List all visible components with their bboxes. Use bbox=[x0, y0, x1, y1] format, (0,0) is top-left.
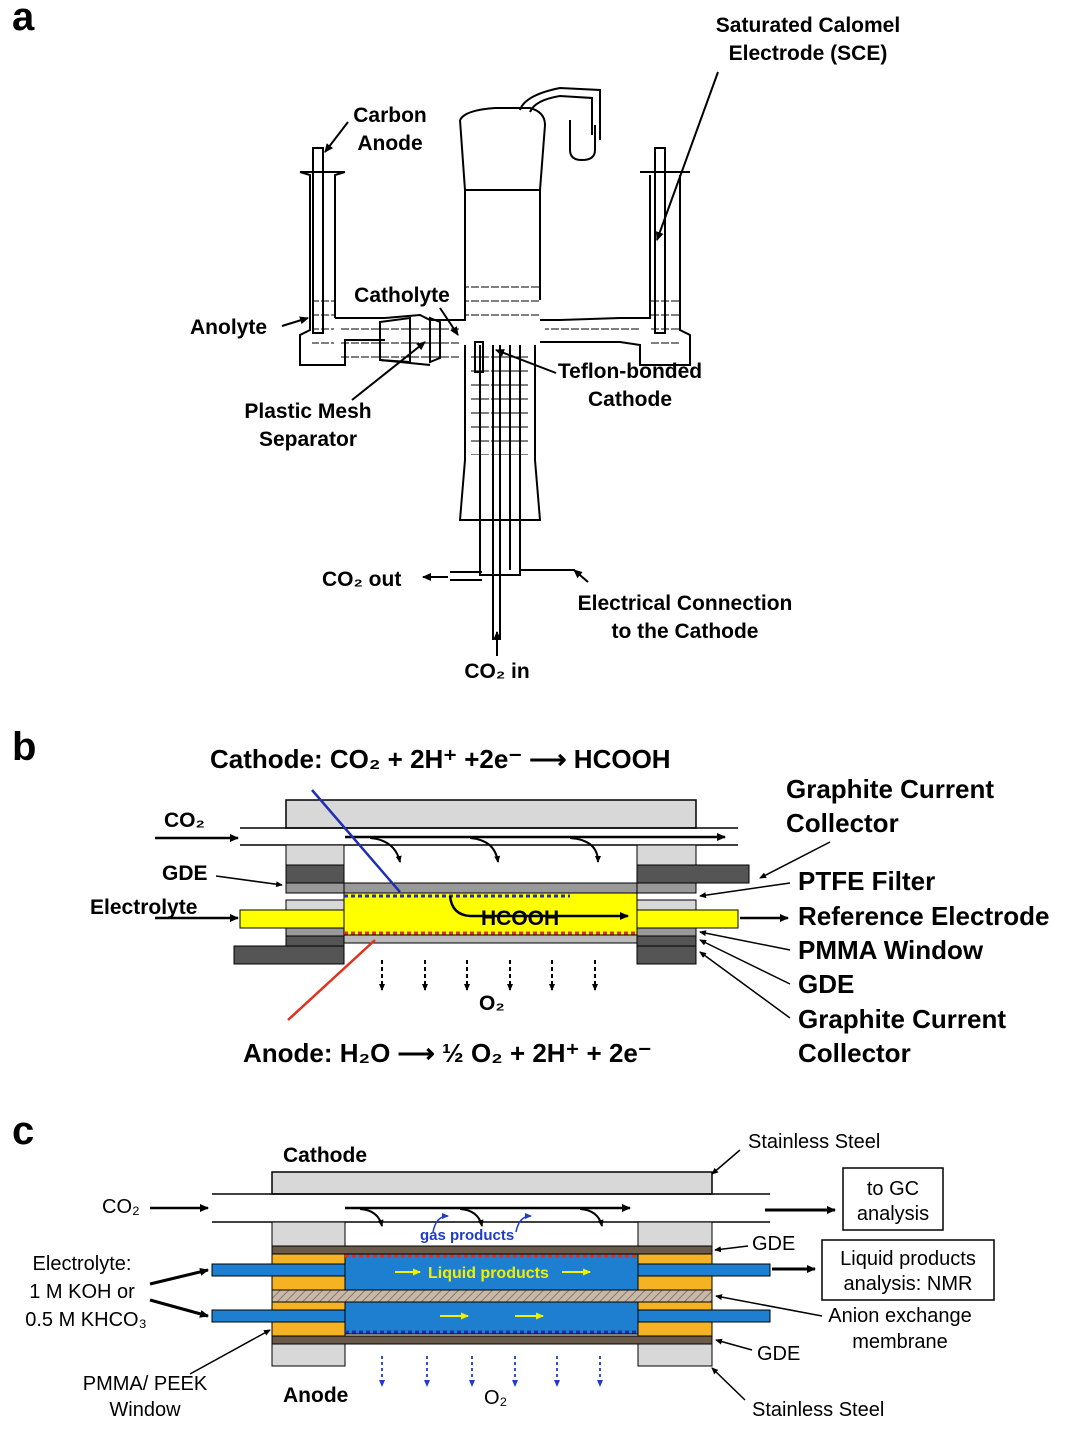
co2-out-label: CO₂ out bbox=[322, 568, 401, 591]
liquid-analysis-label-line2: analysis: NMR bbox=[844, 1273, 973, 1295]
graphite-bottom-label-line2: Collector bbox=[798, 1038, 911, 1068]
electrolyte-label-c-line2: 1 M KOH or bbox=[29, 1281, 135, 1303]
sce-label-line2: Electrode (SCE) bbox=[729, 42, 888, 65]
teflon-cathode-label-line1: Teflon-bonded bbox=[558, 360, 702, 383]
hcooh-label: HCOOH bbox=[481, 907, 559, 930]
co2-label-b: CO₂ bbox=[164, 809, 205, 832]
liquid-products-label: Liquid products bbox=[428, 1265, 549, 1282]
ptfe-filter-label: PTFE Filter bbox=[798, 866, 935, 896]
electrolyte-label-c-line3: 0.5 M KHCO₃ bbox=[25, 1309, 147, 1331]
teflon-cathode-label-line2: Cathode bbox=[588, 388, 672, 411]
o2-label-b: O₂ bbox=[479, 992, 505, 1015]
liquid-analysis-box bbox=[821, 1239, 995, 1301]
reference-electrode-label: Reference Electrode bbox=[798, 901, 1049, 931]
carbon-anode-label-line2: Anode bbox=[357, 132, 422, 155]
catholyte-label: Catholyte bbox=[354, 284, 450, 307]
membrane-label-line1: Anion exchange bbox=[828, 1305, 971, 1327]
pmma-peek-label-line1: PMMA/ PEEK bbox=[83, 1373, 208, 1395]
carbon-anode-label-line1: Carbon bbox=[353, 104, 427, 127]
sce-label-line1: Saturated Calomel bbox=[716, 14, 900, 37]
gde-left-label: GDE bbox=[162, 862, 208, 885]
cathode-equation: Cathode: CO₂ + 2H⁺ +2e⁻ ⟶ HCOOH bbox=[210, 744, 671, 774]
to-gc-label-line2: analysis bbox=[857, 1203, 929, 1225]
mesh-separator-label-line1: Plastic Mesh bbox=[244, 400, 371, 423]
stainless-steel-bottom-label: Stainless Steel bbox=[752, 1399, 884, 1421]
electrolyte-label-c-line1: Electrolyte: bbox=[33, 1253, 132, 1275]
electrical-connection-label-line1: Electrical Connection bbox=[578, 592, 793, 615]
gde-top-label-c: GDE bbox=[752, 1233, 795, 1255]
anolyte-label: Anolyte bbox=[190, 316, 267, 339]
electrical-connection-label-line2: to the Cathode bbox=[612, 620, 759, 643]
panel-letter-c: c bbox=[12, 1109, 34, 1153]
gas-products-label: gas products bbox=[420, 1227, 514, 1244]
panel-letter-b: b bbox=[12, 725, 36, 769]
to-gc-label-line1: to GC bbox=[867, 1178, 919, 1200]
cathode-label-c: Cathode bbox=[283, 1144, 367, 1167]
stainless-steel-top-label: Stainless Steel bbox=[748, 1131, 880, 1153]
anode-label-c: Anode bbox=[283, 1384, 348, 1407]
o2-label-c: O₂ bbox=[484, 1387, 507, 1409]
graphite-top-label-line1: Graphite Current bbox=[786, 774, 994, 804]
co2-label-c: CO₂ bbox=[102, 1196, 140, 1218]
top-plate bbox=[285, 799, 697, 829]
to-gc-box bbox=[842, 1167, 944, 1231]
o2-arrows bbox=[379, 960, 598, 991]
electrolyte-label-b: Electrolyte bbox=[90, 896, 197, 919]
gde-right-label: GDE bbox=[798, 969, 854, 999]
membrane bbox=[271, 1289, 713, 1303]
electrolyte-chamber bbox=[343, 892, 638, 936]
graphite-bottom-label-line1: Graphite Current bbox=[798, 1004, 1006, 1034]
membrane-label-line2: membrane bbox=[852, 1331, 948, 1353]
panel-letter-a: a bbox=[12, 0, 35, 39]
panel-a: a bbox=[12, 0, 900, 683]
panel-c: c Cathode gas products Liquid products bbox=[12, 1109, 995, 1421]
panel-b: b Cathode: CO₂ + 2H⁺ +2e⁻ ⟶ HCOOH bbox=[12, 725, 1049, 1068]
anode-equation: Anode: H₂O ⟶ ½ O₂ + 2H⁺ + 2e⁻ bbox=[243, 1038, 652, 1068]
o2-arrows-c bbox=[379, 1356, 603, 1387]
graphite-top-label-line2: Collector bbox=[786, 808, 899, 838]
mesh-separator-label-line2: Separator bbox=[259, 428, 357, 451]
co2-in-label: CO₂ in bbox=[464, 660, 529, 683]
gde-bottom-label-c: GDE bbox=[757, 1343, 800, 1365]
pmma-window-label: PMMA Window bbox=[798, 935, 984, 965]
liquid-analysis-label-line1: Liquid products bbox=[840, 1248, 976, 1270]
h-cell-apparatus bbox=[299, 86, 691, 640]
pmma-peek-label-line2: Window bbox=[109, 1399, 181, 1421]
